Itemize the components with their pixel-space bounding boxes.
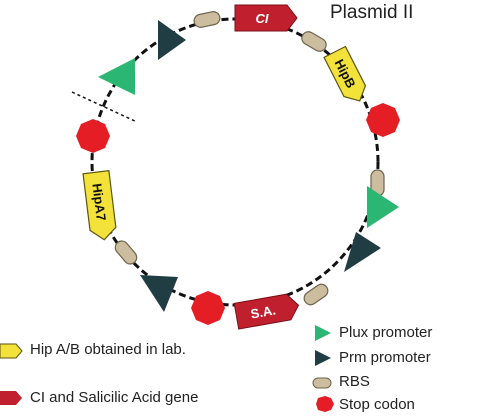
rbs-2: [301, 31, 327, 52]
legend-stop-symbol: [316, 396, 334, 412]
prm-promoter-1: [158, 20, 186, 60]
legend-label-plux: Plux promoter: [339, 324, 433, 341]
plux-promoter-2: [367, 186, 399, 228]
sa-gene: [233, 293, 300, 330]
stop-codon-1: [366, 103, 400, 137]
hipb-gene: [323, 45, 367, 102]
legend-label-ci-sa: CI and Salicilic Acid gene: [30, 389, 199, 406]
stop-codon-2: [76, 119, 110, 153]
rbs-1: [193, 11, 221, 28]
stop-codon-3: [191, 291, 225, 325]
legend-rbs-symbol: [312, 377, 332, 389]
ci-gene-label: CI: [256, 11, 269, 26]
prm-promoter-2: [344, 232, 381, 272]
legend-label-rbs: RBS: [339, 373, 370, 390]
hipa7-gene-label: HipA7: [89, 183, 108, 222]
sa-gene-label: S.A.: [249, 302, 277, 321]
legend-plux-symbol: [315, 325, 331, 341]
legend-prm-symbol: [315, 350, 331, 366]
plux-promoter-1: [98, 58, 135, 95]
ci-gene: [234, 4, 298, 32]
legend-label-hip: Hip A/B obtained in lab.: [30, 341, 186, 358]
rbs-4: [303, 283, 329, 306]
legend-label-prm: Prm promoter: [339, 349, 431, 366]
legend-hip-symbol: [0, 343, 23, 359]
legend-label-stop: Stop codon: [339, 396, 415, 413]
diagram-title: Plasmid II: [330, 2, 414, 23]
rbs-5: [114, 240, 138, 265]
hipa7-gene: [82, 169, 117, 241]
legend-ci-symbol: [0, 391, 22, 405]
prm-promoter-3: [140, 275, 178, 312]
